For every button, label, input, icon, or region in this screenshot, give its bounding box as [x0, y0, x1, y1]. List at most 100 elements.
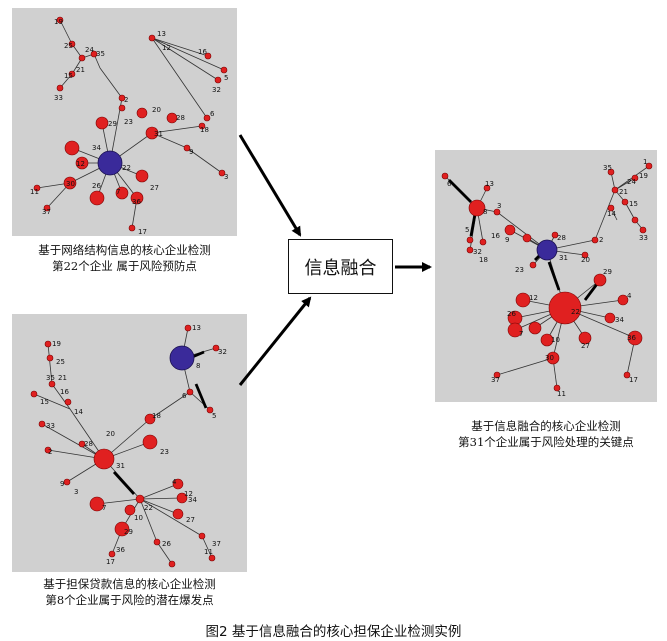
node-label: 13 [192, 324, 201, 332]
node-label: 3 [497, 202, 501, 210]
node-label: 37 [42, 208, 51, 216]
guarantee-loan-graph: 13 32 8 6 5 19 25 21 35 16 15 14 33 28 1… [30, 324, 227, 568]
node-label: 22 [571, 308, 580, 316]
fusion-caption-line2: 第31个企业属于风险处理的关键点 [458, 435, 634, 449]
node-label: 16 [491, 232, 500, 240]
node-label: 33 [54, 94, 63, 102]
node-label: 27 [150, 184, 159, 192]
node-label: 2 [48, 448, 52, 456]
node-label: 22 [144, 504, 153, 512]
node-label: 37 [491, 376, 500, 384]
information-fusion-label: 信息融合 [304, 257, 377, 279]
node-label: 11 [30, 188, 39, 196]
node-label: 22 [122, 164, 131, 172]
node-label: 34 [92, 144, 101, 152]
node-label: 31 [154, 130, 163, 138]
fusion-result-panel: 6 13 8 5 16 9 32 18 23 3 28 31 20 2 35 2… [435, 150, 657, 402]
node-label: 36 [116, 546, 125, 554]
node-label: 12 [529, 294, 538, 302]
node-label: 5 [212, 412, 216, 420]
node-label: 11 [204, 548, 213, 556]
node-label: 30 [545, 354, 554, 362]
node-label: 35 [46, 374, 55, 382]
node-label: 21 [619, 188, 628, 196]
node-label: 12 [184, 490, 193, 498]
node-label: 20 [581, 256, 590, 264]
node-label: 26 [162, 540, 171, 548]
node-label: 6 [210, 110, 215, 118]
node-label: 19 [54, 18, 63, 26]
guarantee-caption-line2: 第8个企业属于风险的潜在爆发点 [45, 593, 214, 607]
node-label: 8 [483, 208, 487, 216]
node-label: 10 [551, 336, 560, 344]
node-label: 29 [108, 120, 117, 128]
node-label: 25 [64, 42, 73, 50]
node-label: 20 [106, 430, 115, 438]
node-label: 27 [581, 342, 590, 350]
node-label: 31 [116, 462, 125, 470]
figure-title: 图2 基于信息融合的核心担保企业检测实例 [205, 624, 462, 640]
network-caption: 基于网络结构信息的核心企业检测 第22个企业 属于风险预防点 [12, 242, 237, 274]
node-label: 10 [134, 514, 143, 522]
node-label: 17 [138, 228, 147, 236]
node-label: 18 [152, 412, 161, 420]
node-label: 7 [519, 330, 523, 338]
node-label: 32 [473, 248, 482, 256]
node-label: 7 [116, 188, 120, 196]
node-label: 26 [92, 182, 101, 190]
arrow-guarantee-to-fusion [238, 296, 312, 386]
node-label: 15 [629, 200, 638, 208]
node-label: 23 [160, 448, 169, 456]
node-label: 17 [106, 558, 115, 566]
node-label: 29 [124, 528, 133, 536]
node-label: 8 [196, 362, 200, 370]
node-label: 26 [507, 310, 516, 318]
fusion-result-graph: 6 13 8 5 16 9 32 18 23 3 28 31 20 2 35 2… [441, 158, 653, 398]
node-label: 1 [643, 158, 647, 166]
node-label: 29 [603, 268, 612, 276]
node-label: 24 [627, 178, 636, 186]
node-label: 21 [58, 374, 67, 382]
node-label: 32 [212, 86, 221, 94]
node-label: 23 [124, 118, 133, 126]
node-label: 9 [189, 148, 193, 156]
node-label: 4 [627, 292, 632, 300]
node-label: 28 [84, 440, 93, 448]
node-label: 14 [74, 408, 83, 416]
node-label: 28 [557, 234, 566, 242]
node-label: 3 [224, 173, 228, 181]
node-label: 20 [152, 106, 161, 114]
node-label: 37 [212, 540, 221, 548]
node-label: 31 [559, 254, 568, 262]
guarantee-caption: 基于担保贷款信息的核心企业检测 第8个企业属于风险的潜在爆发点 [12, 576, 247, 608]
node-label: 15 [40, 398, 49, 406]
node-label: 6 [447, 180, 452, 188]
node-label: 35 [96, 50, 105, 58]
node-label: 34 [615, 316, 624, 324]
node-label: 15 [64, 72, 73, 80]
node-label: 36 [627, 334, 636, 342]
node-label: 5 [224, 74, 228, 82]
node-label: 18 [200, 126, 209, 134]
node-label: 18 [479, 256, 488, 264]
node-label: 23 [515, 266, 524, 274]
guarantee-loan-panel: 13 32 8 6 5 19 25 21 35 16 15 14 33 28 1… [12, 314, 247, 572]
node-label: 6 [182, 392, 187, 400]
guarantee-caption-line1: 基于担保贷款信息的核心企业检测 [43, 577, 216, 591]
node-label: 30 [66, 180, 75, 188]
node-label: 3 [74, 488, 78, 496]
network-caption-line1: 基于网络结构信息的核心企业检测 [38, 243, 211, 257]
node-label: 4 [172, 478, 177, 486]
node-label: 34 [188, 496, 197, 504]
node-label: 13 [157, 30, 166, 38]
network-structure-graph: 19 25 24 35 21 15 33 13 12 16 5 32 6 20 … [30, 16, 228, 236]
node-label: 19 [639, 172, 648, 180]
node-label: 33 [46, 422, 55, 430]
node-label: 17 [629, 376, 638, 384]
fusion-caption: 基于信息融合的核心企业检测 第31个企业属于风险处理的关键点 [430, 418, 662, 450]
node-label: 2 [124, 96, 128, 104]
information-fusion-box: 信息融合 [288, 239, 393, 294]
network-caption-line2: 第22个企业 属于风险预防点 [52, 259, 197, 273]
arrow-network-to-fusion [238, 134, 302, 237]
node-label: 5 [465, 226, 469, 234]
